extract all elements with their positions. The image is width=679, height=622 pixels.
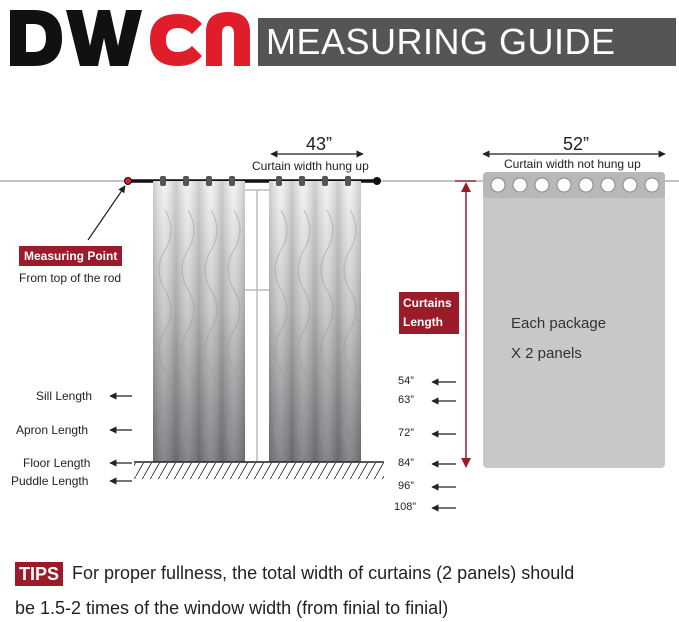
measuring-point-subtext: From top of the rod: [19, 271, 122, 285]
unhung-width-value: 52”: [563, 134, 590, 154]
header-bar: [258, 18, 676, 66]
tips-line-1: For proper fullness, the total width of …: [72, 563, 575, 583]
length-option: 63”: [398, 394, 414, 406]
length-type-floor: Floor Length: [23, 456, 91, 470]
flat-panel-header: [483, 172, 665, 198]
curtains-length-label: Curtains Length: [399, 292, 459, 334]
grommet-icon: [622, 177, 638, 193]
panel-info-line2: X 2 panels: [511, 345, 582, 362]
length-option: 54”: [398, 375, 414, 387]
panel-info-line1: Each package: [511, 315, 607, 332]
rod-finial-icon: [373, 177, 381, 185]
grommet-icon: [512, 177, 528, 193]
brand-logo: [10, 10, 250, 66]
grommet-icon: [183, 176, 189, 186]
curtains-length-line2: Length: [403, 315, 443, 329]
length-type-apron: Apron Length: [16, 423, 89, 437]
right-curtain-panel: [269, 176, 361, 462]
measuring-point-dot: [125, 178, 131, 184]
grommet-icon: [299, 176, 305, 186]
measuring-point-leader: [87, 185, 126, 241]
grommet-icon: [276, 176, 282, 186]
measuring-point-label: Measuring Point: [19, 246, 123, 266]
grommet-icon: [160, 176, 166, 186]
grommet-icon: [578, 177, 594, 193]
tips-line-2: be 1.5-2 times of the window width (from…: [15, 598, 449, 618]
unhung-width-caption: Curtain width not hung up: [504, 157, 641, 171]
length-option: 72”: [398, 427, 414, 439]
flat-curtain-panel: [483, 172, 665, 468]
grommet-icon: [644, 177, 660, 193]
arrow-down-icon: [461, 458, 471, 468]
length-option: 108”: [394, 501, 417, 513]
grommet-icon: [600, 177, 616, 193]
hung-width-caption: Curtain width hung up: [252, 159, 369, 173]
grommet-icon: [534, 177, 550, 193]
grommet-icon: [490, 177, 506, 193]
length-option: 84”: [398, 457, 414, 469]
grommet-icon: [345, 176, 351, 186]
left-curtain-panel: [153, 176, 245, 462]
curtains-length-line1: Curtains: [403, 296, 452, 310]
grommet-icon: [322, 176, 328, 186]
header-title: MEASURING GUIDE: [266, 21, 616, 62]
length-type-puddle: Puddle Length: [11, 474, 89, 488]
hung-width-value: 43”: [306, 134, 333, 154]
length-type-sill: Sill Length: [36, 389, 93, 403]
grommet-icon: [206, 176, 212, 186]
window-frame: [242, 189, 272, 463]
grommet-icon: [229, 176, 235, 186]
tips-badge: TIPS: [15, 562, 64, 586]
grommet-icon: [556, 177, 572, 193]
arrow-up-icon: [461, 182, 471, 192]
length-option: 96”: [398, 480, 414, 492]
floor-hatch: [134, 463, 384, 479]
